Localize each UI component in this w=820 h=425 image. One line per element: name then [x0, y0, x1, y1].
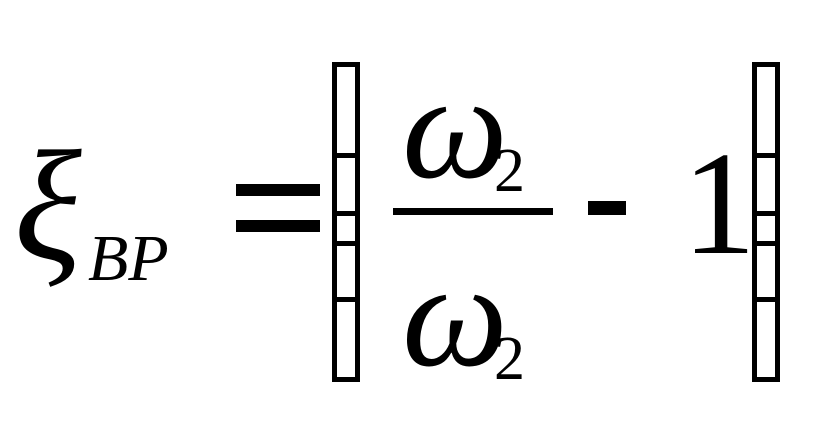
equals-sign-top-bar	[236, 184, 320, 196]
minus-sign	[588, 201, 626, 215]
left-bracket-divider	[337, 297, 355, 302]
xi-subscript: BP	[88, 222, 169, 295]
left-bracket-divider	[337, 153, 355, 158]
denominator-subscript: 2	[494, 325, 525, 393]
right-bracket	[752, 62, 780, 382]
left-bracket	[332, 62, 360, 382]
xi-symbol: ξ	[14, 119, 82, 294]
left-bracket-divider	[337, 211, 355, 216]
equals-sign-bottom-bar	[236, 220, 320, 232]
right-bracket-divider	[757, 211, 775, 216]
right-bracket-divider	[757, 153, 775, 158]
right-bracket-divider	[757, 241, 775, 246]
denominator-omega: ω	[402, 232, 508, 398]
fraction-bar	[393, 208, 553, 215]
left-bracket-divider	[337, 241, 355, 246]
numerator-subscript: 2	[494, 137, 525, 205]
numerator-omega: ω	[402, 44, 508, 210]
right-bracket-divider	[757, 297, 775, 302]
constant-one: 1	[682, 122, 756, 286]
